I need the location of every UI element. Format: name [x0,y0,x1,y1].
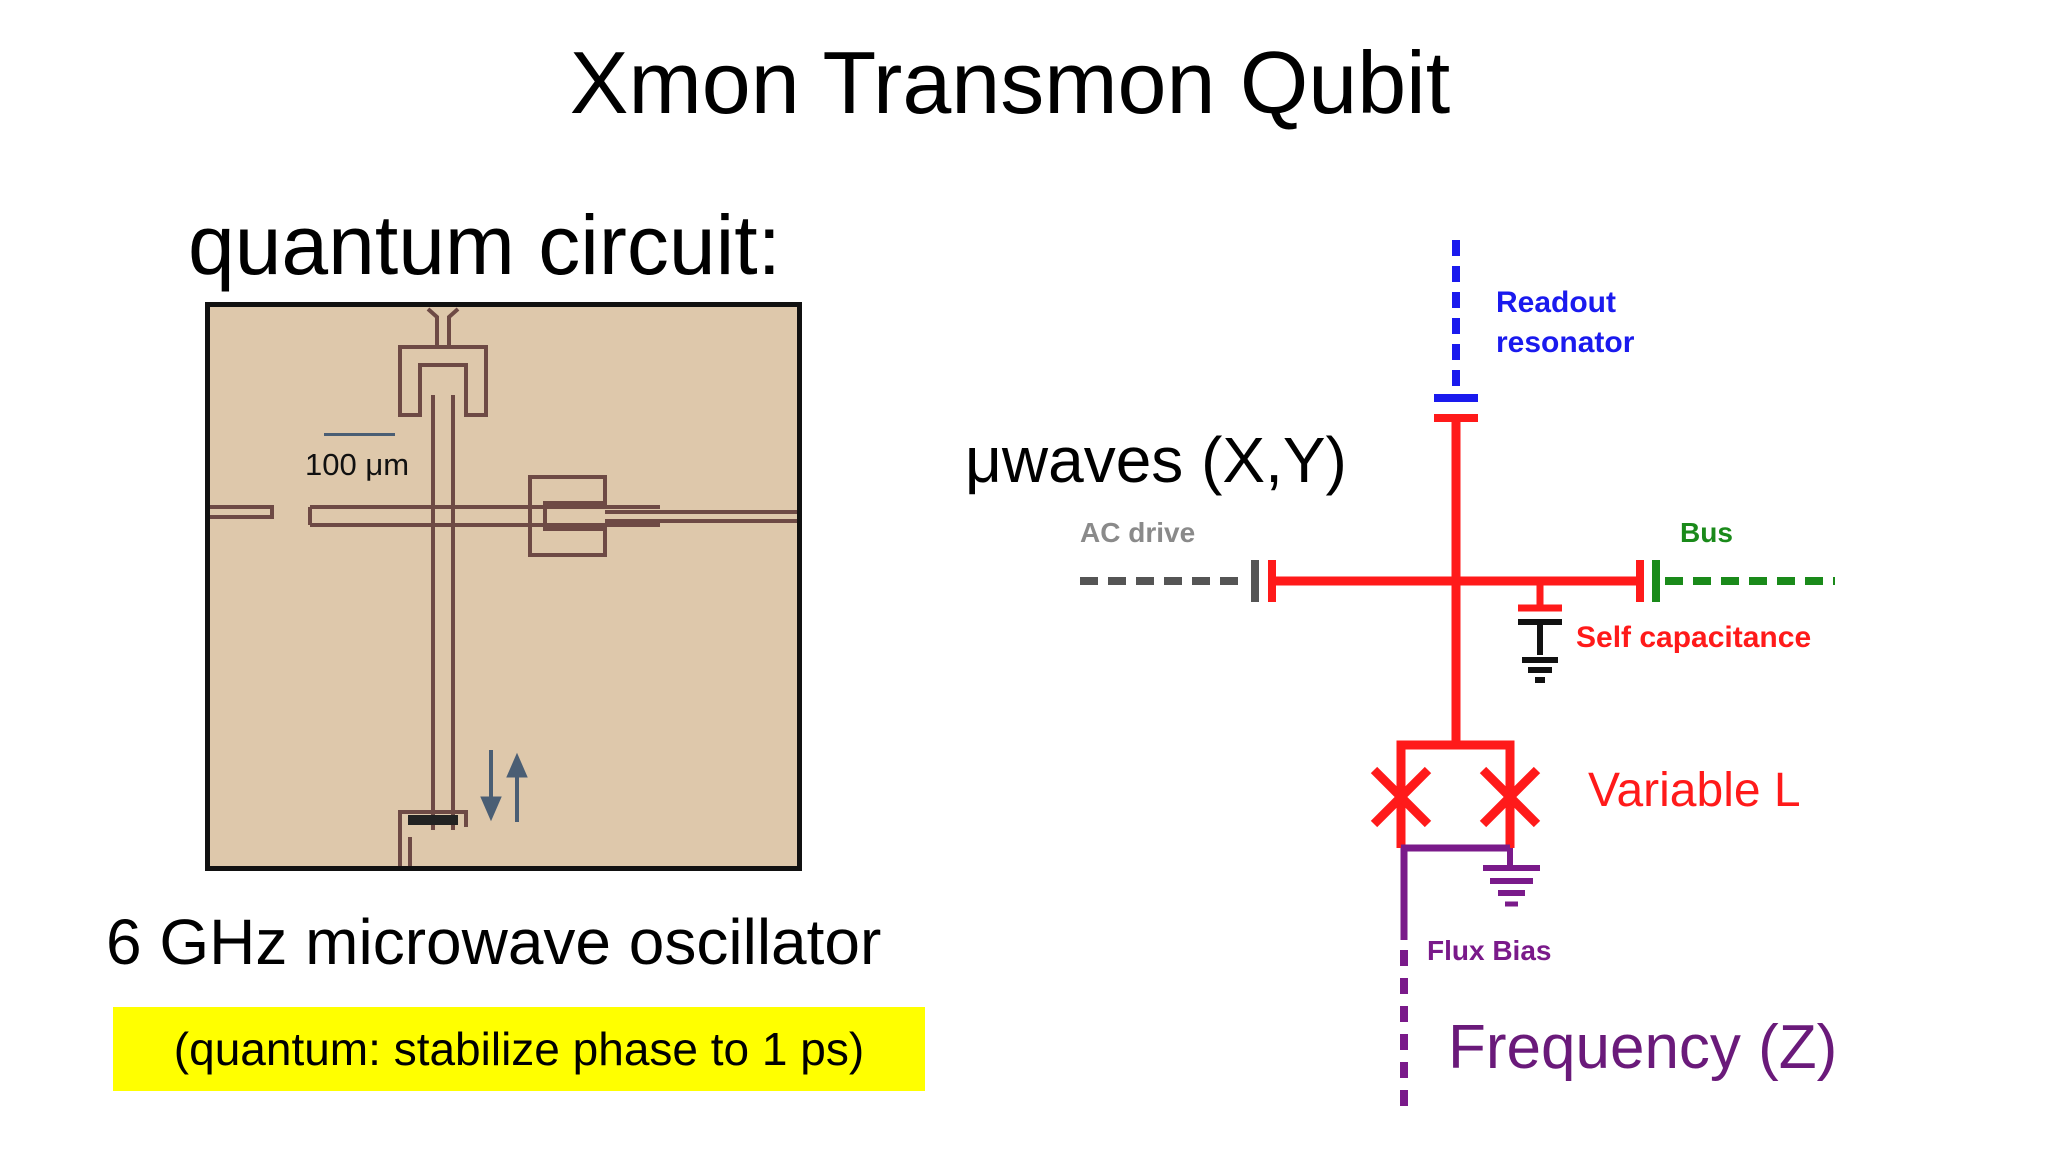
scale-bar [324,433,395,436]
frequency-label: Frequency (Z) [1448,1013,1837,1082]
flux-bias-line [1400,844,1540,1115]
slide-title: Xmon Transmon Qubit [569,33,1451,132]
variable-l-label: Variable L [1588,764,1801,817]
self-capacitance-ground [1518,619,1562,683]
micrograph-drawing [210,307,797,866]
bus-line [1652,560,1835,602]
readout-label-line1: Readout [1496,286,1616,319]
josephson-junctions [1370,766,1541,828]
ac-drive-line [1080,560,1259,602]
oscillator-label: 6 GHz microwave oscillator [106,906,882,978]
qubit-micrograph: 100 μm [205,302,802,871]
quantum-note: (quantum: stabilize phase to 1 ps) [113,1007,925,1091]
microwaves-label: μwaves (X,Y) [965,424,1347,496]
self-capacitance-label: Self capacitance [1576,621,1811,654]
ac-drive-label: AC drive [1080,517,1195,548]
readout-line [1434,240,1478,402]
flux-bias-label: Flux Bias [1427,935,1551,966]
scale-label: 100 μm [305,447,410,482]
circuit-heading: quantum circuit: [188,198,781,292]
bus-label: Bus [1680,517,1733,548]
readout-label-line2: resonator [1496,326,1635,359]
